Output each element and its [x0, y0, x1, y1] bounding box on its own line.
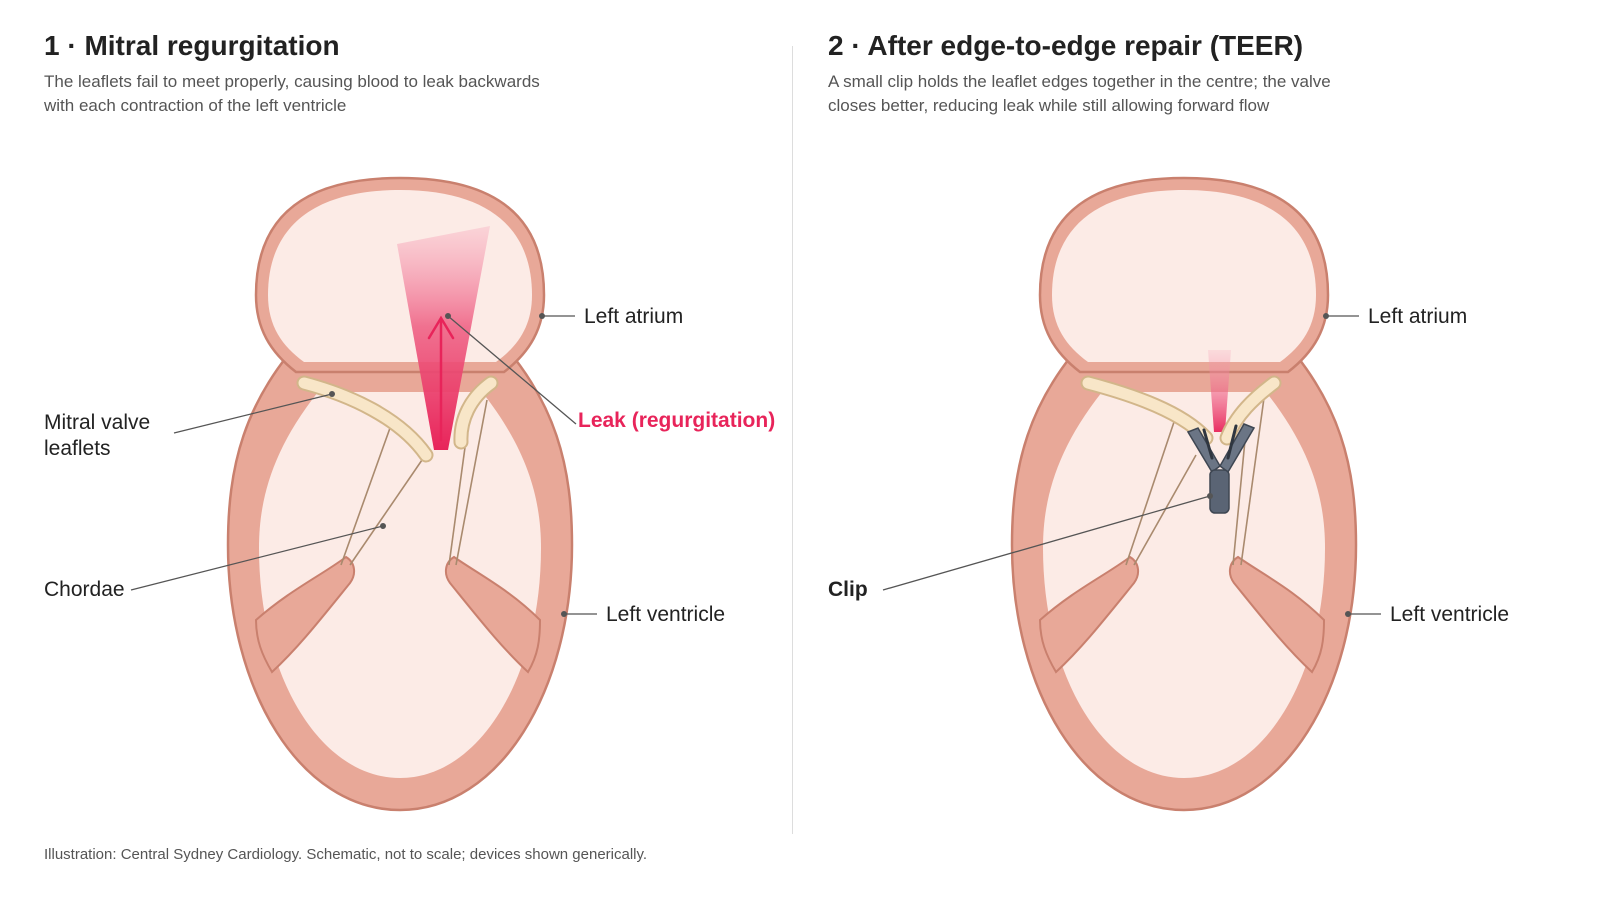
clip-device-icon [1186, 423, 1256, 514]
panel-1-description-line-1: The leaflets fail to meet properly, caus… [44, 72, 540, 91]
label-left-ventricle-1: Left ventricle [606, 603, 725, 626]
heart-wall-1 [226, 176, 574, 812]
panel-2-description: A small clip holds the leaflet edges tog… [828, 70, 1448, 118]
label-chordae: Chordae [44, 578, 125, 601]
panel-2-title: 2 · After edge-to-edge repair (TEER) [828, 30, 1304, 61]
panel-1-description-line-2: with each contraction of the left ventri… [44, 96, 347, 115]
mitral-leaflets [296, 375, 499, 463]
chordae-strands-2 [1125, 397, 1265, 566]
panel-2-heart [1010, 176, 1358, 812]
label-mitral-leaflets-line-2: leaflets [44, 437, 111, 460]
label-mitral-leaflets-line-1: Mitral valve [44, 411, 150, 434]
panel-divider [792, 46, 793, 834]
panel-1-title: 1 · Mitral regurgitation [44, 30, 340, 61]
panel-1-description: The leaflets fail to meet properly, caus… [44, 70, 664, 118]
panel-2-description-line-2: closes better, reducing leak while still… [828, 96, 1270, 115]
panel-2-annotations: Left atrium Clip Left ventricle [828, 305, 1509, 626]
label-leak: Leak (regurgitation) [578, 409, 775, 432]
label-left-atrium-1: Left atrium [584, 305, 683, 328]
leak-arrow-icon [427, 315, 455, 442]
leak-jet [397, 226, 490, 450]
panel-1-annotations: Left atrium Leak (regurgitation) Mitral … [44, 305, 775, 626]
heart-wall-2 [1010, 176, 1358, 812]
illustration-credit: Illustration: Central Sydney Cardiology.… [44, 846, 648, 863]
panel-1-heart [226, 176, 574, 812]
label-clip: Clip [828, 578, 868, 601]
panel-2-description-line-1: A small clip holds the leaflet edges tog… [828, 72, 1331, 91]
label-left-ventricle-2: Left ventricle [1390, 603, 1509, 626]
chordae-strands [340, 399, 488, 566]
label-left-atrium-2: Left atrium [1368, 305, 1467, 328]
residual-leak-jet [1208, 350, 1231, 432]
